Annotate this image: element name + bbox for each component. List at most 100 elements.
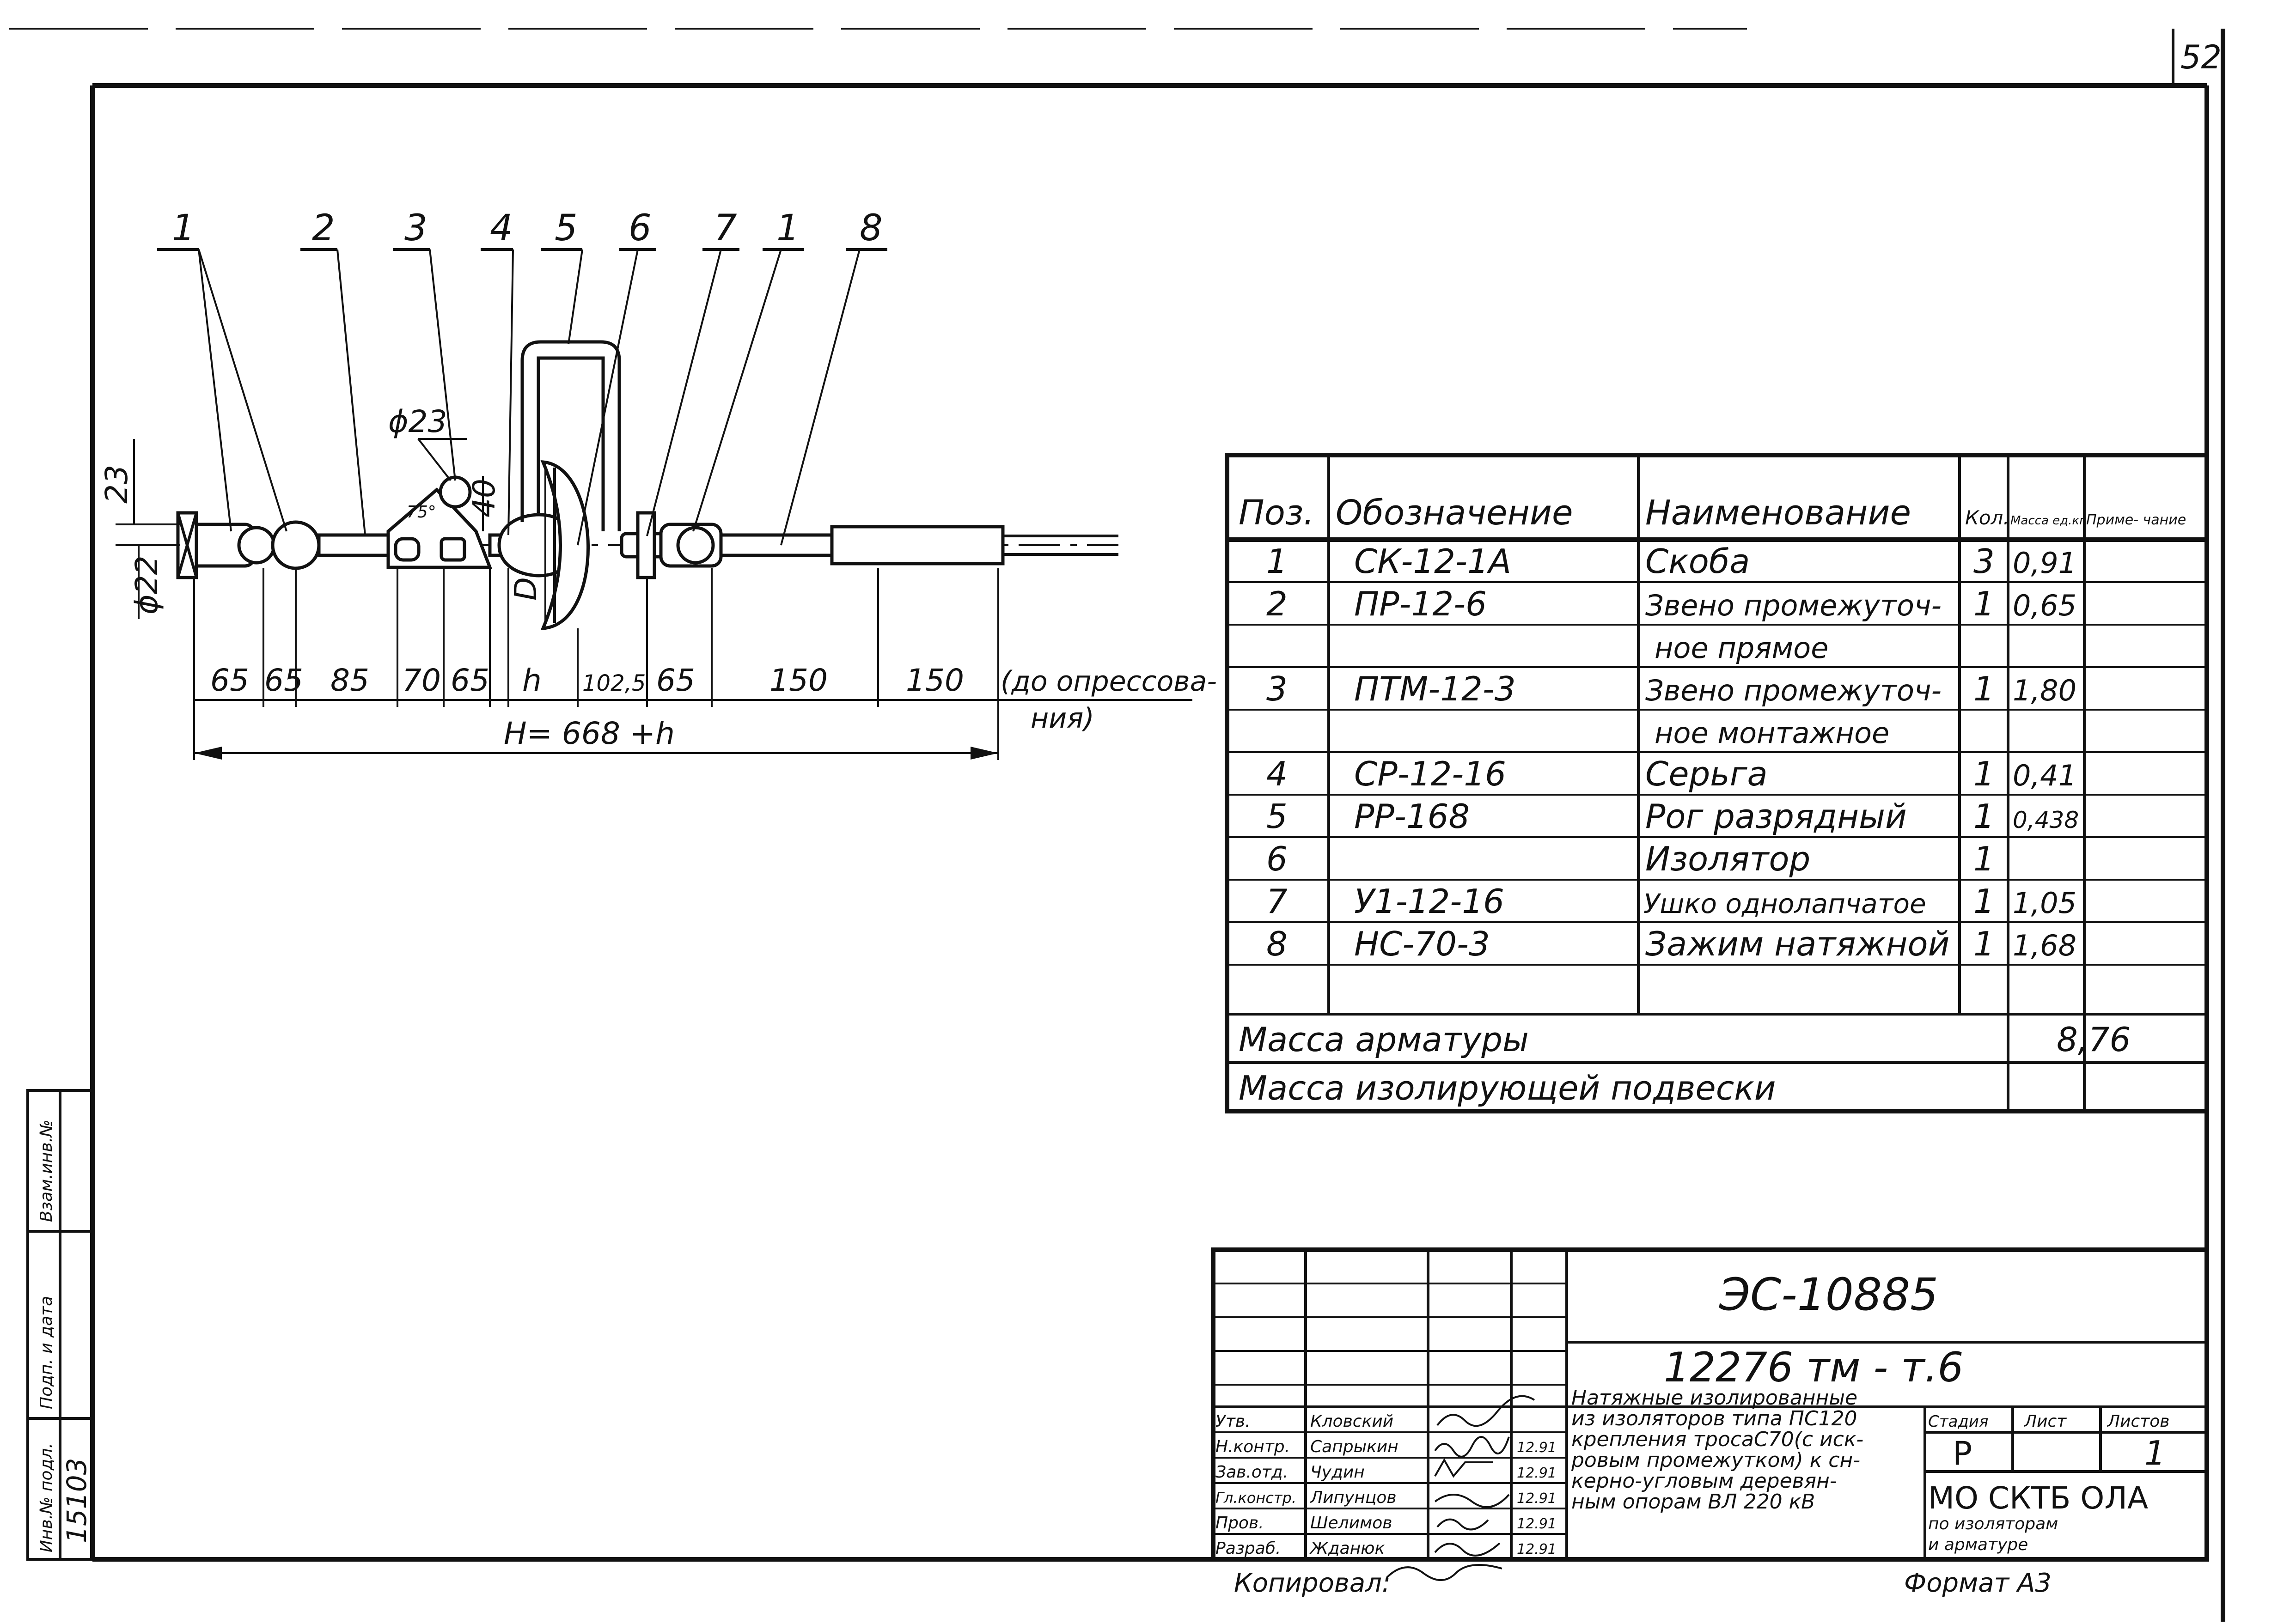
dimension-chain <box>193 568 1192 760</box>
spec-header-code: Обозначение <box>1336 493 1573 533</box>
margin-field-replacement: Взам.инв.№ <box>37 1119 56 1222</box>
title-line-3: крепления тросаС70(с иск- <box>1571 1428 1863 1451</box>
name-department-head: Чудин <box>1310 1463 1365 1482</box>
dim-65-a: 65 <box>210 663 249 698</box>
tension-clamp-part <box>719 525 1118 566</box>
dim-102-5: 102,5 <box>582 670 646 696</box>
dim-85: 85 <box>330 663 369 698</box>
dim-150-a: 150 <box>769 663 828 698</box>
title-line-2: из изоляторов типа ПС120 <box>1571 1407 1857 1430</box>
role-department-head: Зав.отд. <box>1215 1463 1288 1482</box>
spec-header-qty: Кол. <box>1965 506 2009 529</box>
shackle-right-part <box>659 523 723 568</box>
angle-75-label: 75° <box>407 503 436 522</box>
spec-row-5-code: РР-168 <box>1354 797 1470 836</box>
spec-row-2-code: ПР-12-6 <box>1354 584 1487 623</box>
approval-list: Утв. Н.контр. Зав.отд. Гл.констр. Пров. … <box>1215 1412 1557 1558</box>
spec-row-3-name: Звено промежуточ- <box>1645 674 1942 707</box>
date-department-head: 12.91 <box>1517 1465 1557 1481</box>
spec-table <box>1225 453 2209 1113</box>
spec-row-8-qty: 1 <box>1973 925 1995 963</box>
organization-line-3: и арматуре <box>1928 1535 2028 1554</box>
local-dimension-lines <box>116 438 546 624</box>
name-norm-control: Сапрыкин <box>1310 1437 1398 1456</box>
spec-row-8-code: НС-70-3 <box>1354 925 1490 963</box>
dim-65-b: 65 <box>264 663 303 698</box>
callout-leaders <box>157 248 887 546</box>
dim-note: (до опрессова- <box>1001 665 1217 698</box>
spec-row-3-code: ПТМ-12-3 <box>1354 669 1516 708</box>
date-checked: 12.91 <box>1517 1516 1557 1532</box>
dim-h: h <box>522 663 542 698</box>
spec-row-4-code: СР-12-16 <box>1354 754 1506 793</box>
spec-row-7-code: У1-12-16 <box>1354 882 1504 921</box>
arcing-horn-part <box>520 340 621 531</box>
margin-field-original: Инв.№ подл. <box>37 1443 56 1552</box>
spec-row-6-name: Изолятор <box>1645 839 1810 878</box>
role-norm-control: Н.контр. <box>1215 1437 1290 1456</box>
format-label: Формат А3 <box>1904 1568 2052 1598</box>
name-approved: Кловский <box>1310 1412 1393 1431</box>
spec-row-1-mass: 0,91 <box>2013 546 2076 580</box>
mass-fittings-value: 8,76 <box>2057 1020 2131 1059</box>
margin-field-signature: Подп. и дата <box>37 1296 56 1409</box>
spec-header-name: Наименование <box>1645 493 1911 533</box>
spec-row-4-qty: 1 <box>1973 754 1995 793</box>
mounting-link-part <box>386 475 493 569</box>
name-developed: Жданюк <box>1309 1539 1385 1558</box>
spec-row-1-qty: 3 <box>1973 542 1995 581</box>
dim-70: 70 <box>402 663 441 698</box>
organization-name: МО СКТБ ОЛА <box>1928 1480 2148 1516</box>
dim-65-d: 65 <box>656 663 695 698</box>
spec-row-7-pos: 7 <box>1266 882 1288 921</box>
name-checked: Шелимов <box>1310 1514 1392 1533</box>
date-developed: 12.91 <box>1517 1541 1557 1557</box>
total-length-label: H= 668 +h <box>504 716 675 751</box>
spec-row-1-pos: 1 <box>1266 542 1288 581</box>
left-margin-block: Взам.инв.№ Подп. и дата Инв.№ подл. 1510… <box>26 1089 94 1561</box>
diameter-22-label: ϕ22 <box>129 555 165 614</box>
straight-link-part <box>271 520 399 570</box>
d-label: D <box>508 577 543 601</box>
mass-suspension-label: Масса изолирующей подвески <box>1239 1069 1776 1107</box>
dim-65-c: 65 <box>451 663 489 698</box>
callout-6: 6 <box>629 207 652 249</box>
assembly-drawing: 1 2 3 4 5 6 7 1 8 23 ϕ22 ϕ23 40 75° D <box>99 207 1217 760</box>
copied-by-label: Копировал: <box>1234 1568 1391 1598</box>
spec-header-pos: Поз. <box>1239 493 1314 533</box>
spec-row-8-name: Зажим натяжной <box>1645 925 1949 963</box>
mass-fittings-label: Масса арматуры <box>1239 1020 1529 1059</box>
callout-3: 3 <box>404 207 427 249</box>
spec-row-8-pos: 8 <box>1266 925 1288 963</box>
role-checked: Пров. <box>1215 1514 1264 1533</box>
sheet-label: Лист <box>2023 1412 2067 1431</box>
spec-row-3b-name: ное монтажное <box>1655 716 1889 750</box>
sheets-label: Листов <box>2107 1412 2169 1431</box>
spec-row-6-qty: 1 <box>1973 839 1995 878</box>
title-block <box>1211 1247 2209 1562</box>
title-line-6: ным опорам ВЛ 220 кВ <box>1571 1490 1815 1514</box>
sheet-code: 12276 тм - т.6 <box>1664 1344 1963 1391</box>
spec-row-7-name: Ушко однолапчатое <box>1643 888 1926 919</box>
role-approved: Утв. <box>1215 1412 1251 1431</box>
spec-row-2-qty: 1 <box>1973 584 1995 623</box>
spec-row-2-pos: 2 <box>1266 584 1288 623</box>
signatures <box>1386 1395 1535 1581</box>
spec-row-5-mass: 0,438 <box>2013 807 2079 833</box>
title-line-4: ровым промежутком) к сн- <box>1571 1448 1860 1472</box>
title-line-1: Натяжные изолированные <box>1571 1386 1857 1410</box>
spec-row-7-qty: 1 <box>1973 882 1995 921</box>
insulator-part <box>497 460 590 630</box>
spec-header-note: Приме- чание <box>2086 512 2186 528</box>
spec-row-4-pos: 4 <box>1266 754 1288 793</box>
spec-row-6-pos: 6 <box>1266 839 1288 878</box>
callout-8: 8 <box>860 207 883 249</box>
stage-value: Р <box>1953 1435 1972 1472</box>
role-chief-designer: Гл.констр. <box>1215 1489 1296 1507</box>
document-code: ЭС-10885 <box>1719 1269 1938 1320</box>
spec-rows: 1 СК-12-1А Скоба 3 0,91 2 ПР-12-6 Звено … <box>1239 542 2131 1107</box>
sheets-value: 1 <box>2144 1434 2166 1472</box>
title-line-5: керно-угловым деревян- <box>1571 1469 1837 1493</box>
spec-row-1-code: СК-12-1А <box>1354 542 1511 581</box>
spec-row-2-mass: 0,65 <box>2013 589 2076 622</box>
